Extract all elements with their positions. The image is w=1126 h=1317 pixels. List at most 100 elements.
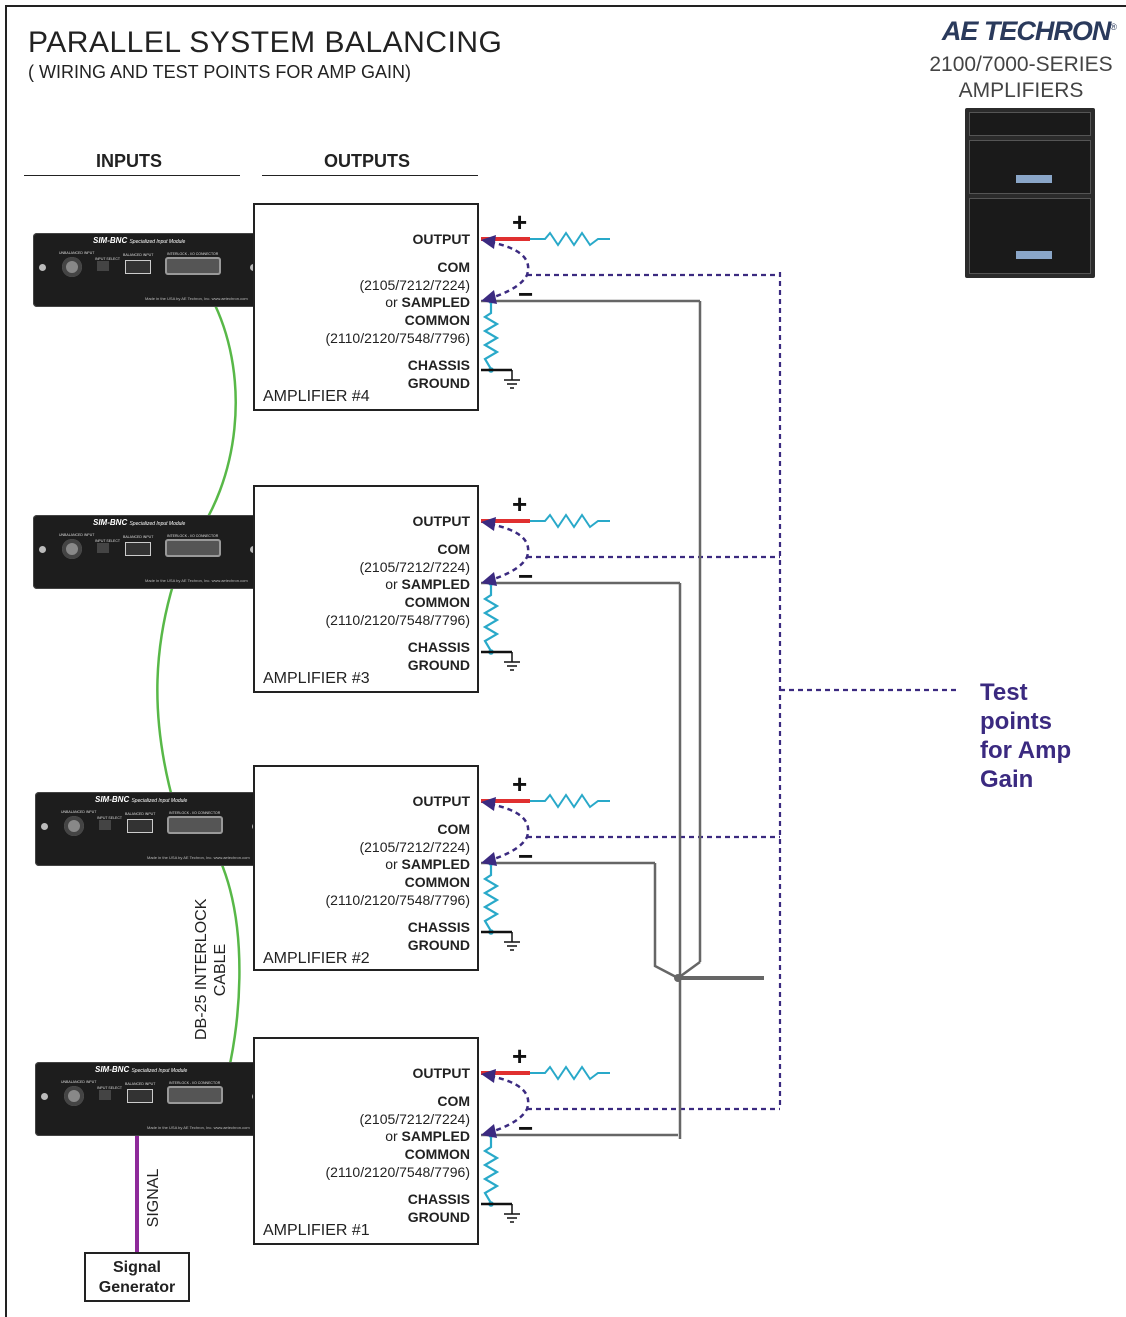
module-balanced-label: BALANCED INPUT [123, 535, 154, 539]
signal-generator-line-2: Generator [98, 1279, 176, 1296]
cable-label-line-2: CABLE [212, 943, 229, 997]
outputs-heading: OUTPUTS [324, 151, 411, 171]
arrow-icon [481, 517, 496, 531]
module-input-select-label: INPUT SELECT [95, 257, 121, 261]
output-label: OUTPUT [412, 231, 470, 247]
arrow-icon [481, 235, 496, 249]
cable-label-line-1: DB-25 INTERLOCK [193, 898, 210, 1040]
test-points-line-4: Gain [980, 766, 1034, 793]
series-line-2: AMPLIFIERS [958, 79, 1084, 102]
db25-cable-label: DB-25 INTERLOCK CABLE [192, 898, 230, 1040]
balanced-terminal-icon [125, 542, 151, 556]
module-interlock-label: INTERLOCK - I/O CONNECTOR [169, 1081, 221, 1085]
plus-sign: + [512, 207, 528, 237]
balanced-terminal-icon [127, 819, 153, 833]
rack-unit-top [969, 112, 1091, 136]
module-balanced-label: BALANCED INPUT [125, 812, 156, 816]
amplifier-box: OUTPUT COM (2105/7212/7224) or SAMPLED C… [253, 485, 479, 693]
arrow-icon [481, 1124, 497, 1138]
common-models-label: (2110/2120/7548/7796) [325, 1164, 470, 1180]
common-models-label: (2110/2120/7548/7796) [325, 330, 470, 346]
bnc-connector-icon [64, 816, 84, 836]
minus-sign: − [518, 1113, 534, 1143]
common-label: COMMON [404, 594, 470, 610]
com-models-label: (2105/7212/7224) [359, 277, 470, 293]
sim-bnc-module: SIM-BNC Specialized Input Module UNBALAN… [35, 1062, 265, 1136]
sampled-label: or SAMPLED [385, 856, 470, 872]
series-label: 2100/7000-SERIES AMPLIFIERS [916, 52, 1126, 104]
module-title: SIM-BNC Specialized Input Module [93, 236, 186, 245]
sim-bnc-module: SIM-BNC Specialized Input Module UNBALAN… [35, 792, 265, 866]
module-title: SIM-BNC Specialized Input Module [95, 1065, 188, 1074]
arrow-icon [481, 572, 497, 586]
module-interlock-label: INTERLOCK - I/O CONNECTOR [169, 811, 221, 815]
common-label: COMMON [404, 1146, 470, 1162]
amplifier-name: AMPLIFIER #1 [263, 1222, 370, 1239]
plus-sign: + [512, 769, 528, 799]
minus-sign: − [518, 561, 534, 591]
amplifier-name: AMPLIFIER #4 [263, 388, 370, 405]
module-balanced-label: BALANCED INPUT [123, 253, 154, 257]
sampled-label: or SAMPLED [385, 1128, 470, 1144]
module-footer: Made in the USA by AE Techron, Inc. www.… [147, 1125, 250, 1130]
screw-icon [39, 264, 46, 271]
bnc-connector-icon [62, 539, 82, 559]
sampling-resistor-icon [482, 301, 500, 370]
outputs-underline [262, 175, 478, 176]
chassis-label: CHASSIS [407, 1191, 470, 1207]
amplifier-name: AMPLIFIER #2 [263, 950, 370, 967]
module-footer: Made in the USA by AE Techron, Inc. www.… [145, 578, 248, 583]
rack-unit-middle [969, 140, 1091, 194]
com-models-label: (2105/7212/7224) [359, 839, 470, 855]
return-bus [653, 863, 701, 980]
module-interlock-label: INTERLOCK - I/O CONNECTOR [167, 252, 219, 256]
arrow-icon [481, 1069, 496, 1083]
input-select-switch [99, 1090, 111, 1100]
chassis-label: CHASSIS [407, 639, 470, 655]
module-input-select-label: INPUT SELECT [97, 1086, 123, 1090]
arrow-icon [481, 852, 497, 866]
brand-logo: AE TECHRON® [941, 16, 1117, 46]
series-line-1: 2100/7000-SERIES [929, 53, 1113, 76]
test-points-line-1: Test [980, 679, 1028, 706]
module-input-select-label: INPUT SELECT [95, 539, 121, 543]
plus-sign: + [512, 489, 528, 519]
output-label: OUTPUT [412, 513, 470, 529]
junction-dot [674, 974, 682, 982]
chassis-label: CHASSIS [407, 919, 470, 935]
signal-text: SIGNAL [145, 1168, 162, 1228]
module-unbalanced-label: UNBALANCED INPUT [61, 810, 97, 814]
com-label: COM [437, 821, 470, 837]
amplifier-box: OUTPUT COM (2105/7212/7224) or SAMPLED C… [253, 1037, 479, 1245]
module-unbalanced-label: UNBALANCED INPUT [59, 533, 95, 537]
common-models-label: (2110/2120/7548/7796) [325, 892, 470, 908]
module-interlock-label: INTERLOCK - I/O CONNECTOR [167, 534, 219, 538]
common-label: COMMON [404, 874, 470, 890]
load-resistor-icon [530, 513, 610, 529]
sim-bnc-module: SIM-BNC Specialized Input Module UNBALAN… [33, 515, 263, 589]
plus-sign: + [512, 1041, 528, 1071]
sim-bnc-module: SIM-BNC Specialized Input Module UNBALAN… [33, 233, 263, 307]
test-points-line-2: points [980, 708, 1052, 735]
screw-icon [41, 823, 48, 830]
common-label: COMMON [404, 312, 470, 328]
module-balanced-label: BALANCED INPUT [125, 1082, 156, 1086]
input-select-switch [97, 261, 109, 271]
ground-label: GROUND [407, 1209, 470, 1225]
screw-icon [39, 546, 46, 553]
input-select-switch [97, 543, 109, 553]
ground-label: GROUND [407, 375, 470, 391]
amplifier-rack-image [965, 108, 1095, 278]
bnc-connector-icon [62, 257, 82, 277]
sampled-label: or SAMPLED [385, 294, 470, 310]
db25-connector-icon [167, 1086, 223, 1104]
output-label: OUTPUT [412, 793, 470, 809]
sampling-resistor-icon [482, 583, 500, 652]
module-input-select-label: INPUT SELECT [97, 816, 123, 820]
inputs-underline [24, 175, 240, 176]
db25-connector-icon [165, 539, 221, 557]
com-label: COM [437, 1093, 470, 1109]
rack-unit-bottom [969, 198, 1091, 274]
